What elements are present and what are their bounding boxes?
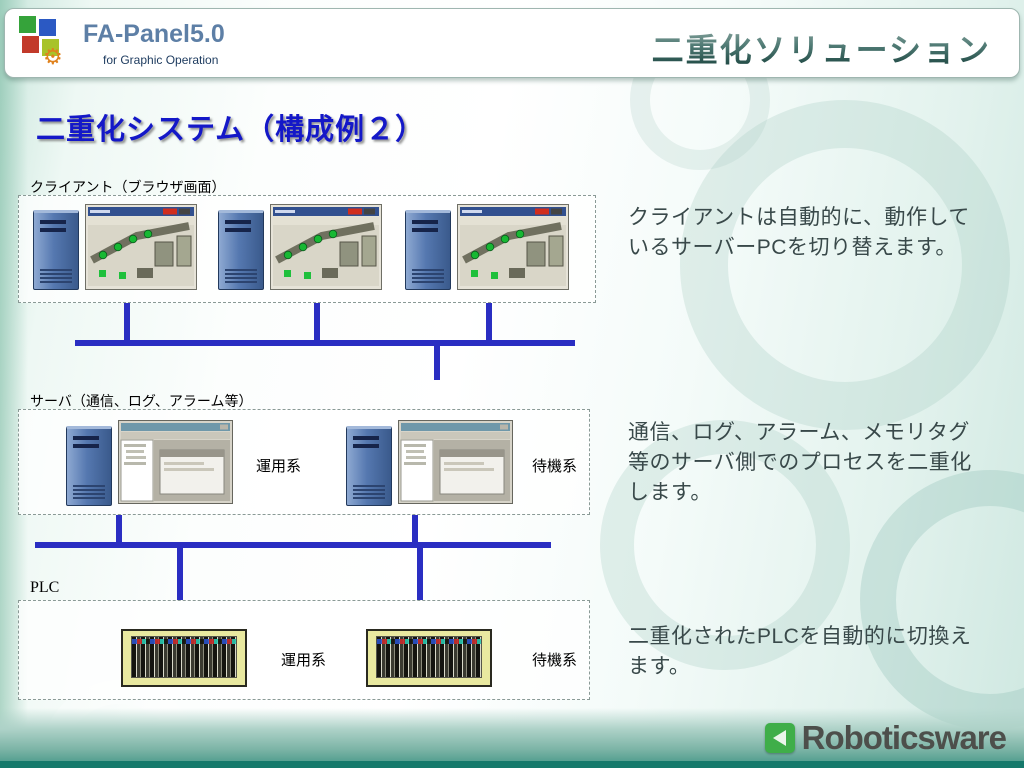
logo-square-blue-icon (39, 19, 56, 36)
decorative-ring (860, 470, 1024, 730)
fa-panel-logo-icon: ⚙ (19, 16, 73, 72)
network-bus-clients (75, 340, 575, 346)
server-screen-icon (398, 420, 513, 504)
plc-modules (376, 636, 482, 678)
slide-title: 二重化ソリューション (652, 25, 991, 71)
client-tier-label: クライアント（ブラウザ画面） (30, 179, 226, 195)
plc-active-label: 運用系 (281, 652, 327, 669)
roboticsware-logo: Roboticsware (764, 719, 1007, 757)
computer-tower-icon (33, 210, 79, 290)
client-screen-icon (270, 204, 382, 290)
client-computer-3 (405, 204, 569, 290)
page-title: 二重化システム（構成例２） (36, 114, 426, 146)
logo-square-yellow-icon (42, 39, 59, 56)
footer-band (0, 708, 1024, 768)
gear-icon: ⚙ (43, 44, 63, 69)
client-screen-icon (457, 204, 569, 290)
client-tier-box (18, 195, 596, 303)
server-computer-active (66, 420, 233, 506)
computer-tower-icon (405, 210, 451, 290)
client-note: クライアントは自動的に、動作しているサーバーPCを切り替えます。 (628, 206, 970, 259)
server-active-label: 運用系 (256, 458, 302, 475)
server-computer-standby (346, 420, 513, 506)
server-screen-icon (118, 420, 233, 504)
connector-line (434, 346, 440, 380)
client-computer-2 (218, 204, 382, 290)
connector-line (412, 515, 418, 543)
logo-square-red-icon (22, 36, 39, 53)
connector-line (116, 515, 122, 543)
plc-tier-label: PLC (30, 579, 60, 596)
server-note: 通信、ログ、アラーム、メモリタグ等のサーバ側でのプロセスを二重化します。 (628, 421, 972, 504)
plc-tier-box: 運用系 待機系 (18, 600, 590, 700)
network-bus-plc (35, 542, 551, 548)
plc-rack-standby-icon (366, 629, 492, 687)
plc-standby-label: 待機系 (532, 652, 578, 669)
computer-tower-icon (66, 426, 112, 506)
product-name: FA-Panel5.0 (83, 20, 225, 48)
server-standby-label: 待機系 (532, 458, 578, 475)
client-computer-1 (33, 204, 197, 290)
computer-tower-icon (218, 210, 264, 290)
computer-tower-icon (346, 426, 392, 506)
header: ⚙ FA-Panel5.0 for Graphic Operation 二重化ソ… (4, 8, 1020, 78)
roboticsware-logo-icon (764, 723, 795, 753)
footer-bottom-strip (0, 761, 1024, 768)
connector-line (486, 303, 492, 341)
product-subtitle: for Graphic Operation (103, 53, 219, 67)
server-tier-box: 運用系 待機系 (18, 409, 590, 515)
brand-name: Roboticsware (801, 719, 1007, 756)
connector-line (417, 548, 423, 600)
logo-square-green-icon (19, 16, 36, 33)
connector-line (177, 548, 183, 600)
connector-line (124, 303, 130, 341)
client-screen-icon (85, 204, 197, 290)
plc-rack-active-icon (121, 629, 247, 687)
plc-modules (131, 636, 237, 678)
plc-note: 二重化されたPLCを自動的に切換えます。 (628, 625, 972, 678)
server-tier-label: サーバ（通信、ログ、アラーム等） (30, 393, 253, 409)
connector-line (314, 303, 320, 341)
